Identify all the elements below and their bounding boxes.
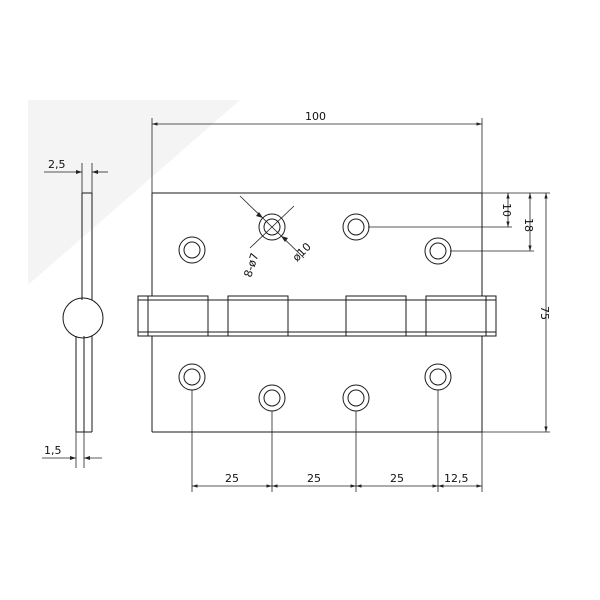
dim-overall-width-label: 100: [305, 110, 326, 123]
dim-bottom-spacing: 25 25 25 12,5: [191, 390, 483, 492]
dim-hole-outer: ø10: [290, 240, 314, 264]
knuckle-band: [137, 295, 497, 337]
screw-hole: [342, 384, 370, 412]
side-view: 2,5 1,5: [42, 158, 108, 468]
dim-gap: 1,5: [44, 444, 62, 457]
screw-hole: [342, 213, 370, 241]
screw-hole: [258, 384, 286, 412]
dim-right-side: 10 18 75: [368, 192, 551, 433]
dim-second-offset: 18: [522, 218, 535, 232]
dim-hole-inner: 8-ø7: [241, 251, 261, 279]
dim-leaf-thickness: 2,5: [48, 158, 66, 171]
hole-callouts: 8-ø7 ø10: [239, 195, 314, 279]
screw-hole: [258, 213, 286, 241]
dim-hole-spacing-1: 25: [225, 472, 239, 485]
dim-edge-offset: 12,5: [444, 472, 469, 485]
background-shade: [28, 100, 240, 285]
dim-overall-width: 100: [151, 110, 483, 193]
hinge-knuckle-circle: [62, 297, 104, 339]
dim-height: 75: [538, 306, 551, 320]
screw-hole: [424, 363, 452, 391]
hinge-front-view: [137, 192, 497, 433]
screw-hole: [178, 236, 206, 264]
screw-hole: [178, 363, 206, 391]
dim-hole-spacing-3: 25: [390, 472, 404, 485]
screw-hole: [424, 237, 452, 265]
screw-holes: [178, 213, 452, 412]
dim-top-offset: 10: [500, 203, 513, 217]
dim-hole-spacing-2: 25: [307, 472, 321, 485]
